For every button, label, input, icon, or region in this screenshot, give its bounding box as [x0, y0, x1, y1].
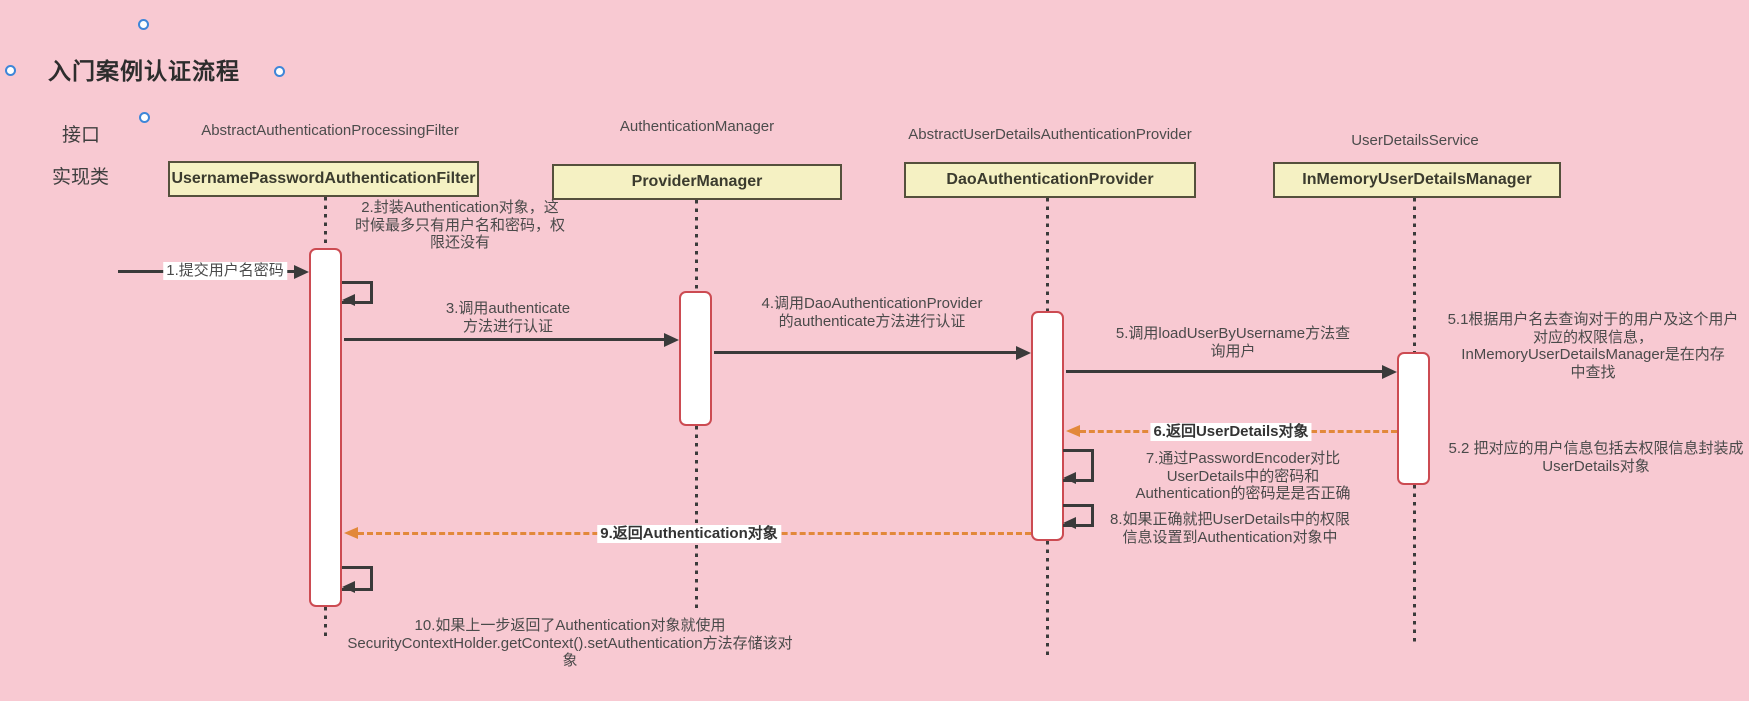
class-box-inmemory-userdetails-manager[interactable]: InMemoryUserDetailsManager: [1273, 162, 1561, 198]
class-box-provider-manager[interactable]: ProviderManager: [552, 164, 842, 200]
message-10-label: 10.如果上一步返回了Authentication对象就使用 SecurityC…: [347, 617, 793, 670]
lifeline-service-lower: [1413, 485, 1416, 643]
lifeline-manager-upper: [695, 200, 698, 291]
lifeline-provider-upper: [1046, 198, 1049, 311]
message-6-label: 6.返回UserDetails对象: [1150, 423, 1312, 441]
row-label-interface: 接口: [62, 125, 101, 146]
message-4-line: [714, 351, 1016, 354]
message-6-arrowhead-icon: [1066, 425, 1080, 437]
anchor-handle-mid[interactable]: [139, 112, 150, 123]
message-1-arrowhead-icon: [294, 265, 309, 279]
message-2-label: 2.封装Authentication对象，这 时候最多只有用户名和密码，权 限还…: [354, 199, 565, 252]
activation-bar-service: [1397, 352, 1430, 485]
class-box-dao-authentication-provider[interactable]: DaoAuthenticationProvider: [904, 162, 1196, 198]
activation-bar-filter: [309, 248, 342, 607]
message-8-label: 8.如果正确就把UserDetails中的权限 信息设置到Authenticat…: [1109, 511, 1351, 546]
note-5-2-label: 5.2 把对应的用户信息包括去权限信息封装成 UserDetails对象: [1448, 440, 1744, 475]
interface-label-userdetails-service: UserDetailsService: [1351, 132, 1479, 149]
message-7-label: 7.通过PasswordEncoder对比 UserDetails中的密码和 A…: [1135, 450, 1351, 503]
message-1-label: 1.提交用户名密码: [163, 262, 287, 280]
activation-bar-manager: [679, 291, 712, 426]
message-7-self-loop: [1063, 449, 1094, 484]
lifeline-manager-lower: [695, 426, 698, 613]
interface-label-userdetails-provider: AbstractUserDetailsAuthenticationProvide…: [908, 126, 1192, 143]
message-8-self-loop: [1063, 504, 1094, 529]
interface-label-processing-filter: AbstractAuthenticationProcessingFilter: [201, 122, 459, 139]
message-3-label: 3.调用authenticate 方法进行认证: [445, 300, 571, 335]
message-4-arrowhead-icon: [1016, 346, 1031, 360]
message-9-label: 9.返回Authentication对象: [597, 525, 781, 543]
lifeline-filter-upper: [324, 197, 327, 249]
lifeline-filter-lower: [324, 607, 327, 638]
lifeline-provider-lower: [1046, 541, 1049, 660]
anchor-handle-title-right[interactable]: [274, 66, 285, 77]
class-box-username-password-authentication-filter[interactable]: UsernamePasswordAuthenticationFilter: [168, 161, 479, 197]
diagram-title: 入门案例认证流程: [48, 58, 240, 84]
message-5-arrowhead-icon: [1382, 365, 1397, 379]
message-9-arrowhead-icon: [344, 527, 358, 539]
message-5-line: [1066, 370, 1382, 373]
lifeline-service-upper: [1413, 198, 1416, 352]
message-3-line: [344, 338, 664, 341]
message-3-arrowhead-icon: [664, 333, 679, 347]
message-10-self-loop: [342, 566, 373, 593]
message-5-label: 5.调用loadUserByUsername方法查 询用户: [1115, 325, 1351, 360]
anchor-handle-top[interactable]: [138, 19, 149, 30]
interface-label-authentication-manager: AuthenticationManager: [619, 118, 775, 135]
note-5-1-label: 5.1根据用户名去查询对于的用户及这个用户 对应的权限信息， InMemoryU…: [1447, 311, 1739, 382]
anchor-handle-left[interactable]: [5, 65, 16, 76]
message-4-label: 4.调用DaoAuthenticationProvider 的authentic…: [761, 295, 983, 330]
row-label-implementation: 实现类: [52, 167, 110, 188]
activation-bar-provider: [1031, 311, 1064, 541]
message-2-self-loop: [342, 281, 373, 306]
